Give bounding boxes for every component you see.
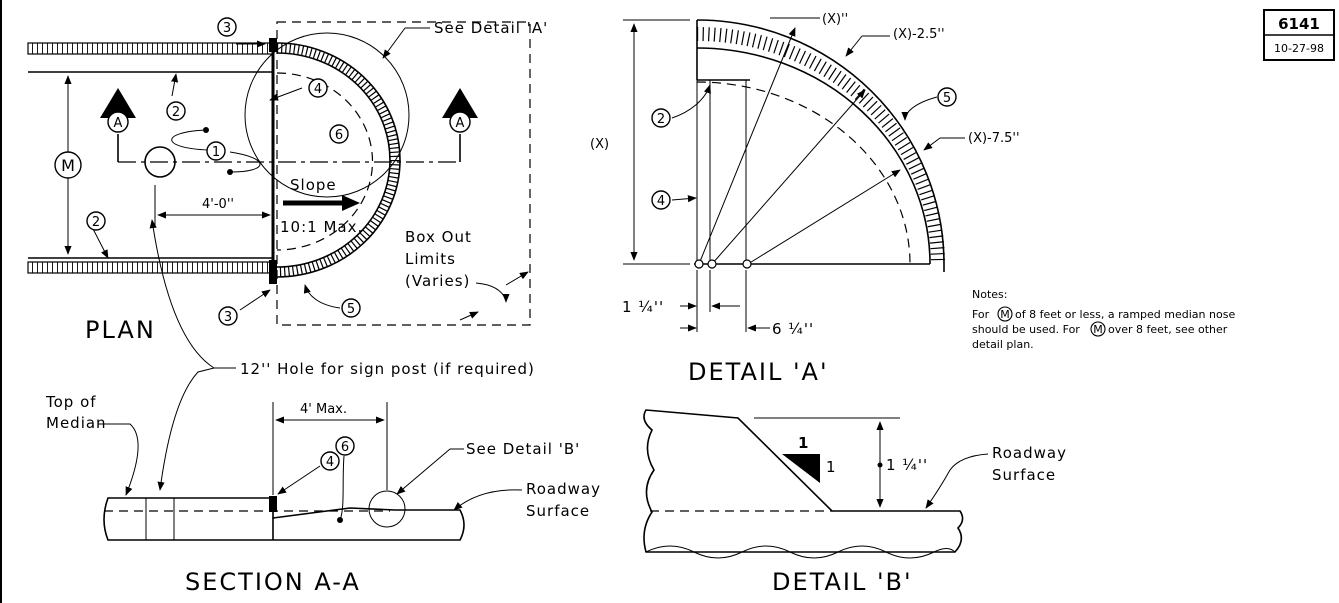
detail-a-view: (X) (X)'' (X)-2.5'' (X)-7.5'' 1 ¼'' 6 ¼'… [590, 12, 1020, 386]
section-top-of-median-1: Top of [45, 393, 97, 411]
svg-text:4: 4 [314, 82, 322, 97]
plan-bottom-curb [27, 261, 274, 274]
svg-text:3: 3 [223, 21, 231, 36]
section-aa-view: 4' Max. Top of Median See Detail 'B' Roa… [45, 393, 601, 596]
plan-callout-5: 5 [341, 298, 361, 318]
svg-text:1: 1 [212, 145, 220, 160]
svg-text:3: 3 [224, 310, 232, 325]
plan-callout-3-bottom: 3 [218, 306, 238, 326]
svg-text:4: 4 [657, 194, 665, 209]
detail-a-x-top: (X)'' [822, 12, 848, 27]
plan-top-curb [27, 42, 274, 55]
plan-detail-a-circle [244, 32, 410, 198]
section-aa-title: SECTION A-A [185, 568, 361, 596]
svg-text:5: 5 [347, 302, 355, 317]
notes-m-mark-1 [997, 306, 1013, 322]
detail-b-roadway-1: Roadway [992, 444, 1067, 462]
svg-text:2: 2 [657, 112, 665, 127]
plan-view: 4'-0'' Slope 10:1 Max. See Detail 'A' Bo… [27, 19, 548, 344]
detail-a-callout-2: 2 [651, 108, 671, 128]
plan-sign-post-hole [144, 146, 176, 178]
plan-section-mark-left: A [107, 111, 129, 133]
plan-title: PLAN [85, 316, 156, 344]
svg-text:A: A [114, 116, 123, 131]
section-see-detail-b: See Detail 'B' [466, 440, 580, 458]
hole-note: 12'' Hole for sign post (if required) [149, 219, 535, 491]
plan-slope-ratio: 10:1 Max. [280, 218, 363, 236]
notes-line2-a: should be used. For [972, 323, 1080, 336]
notes-line2-b: over 8 feet, see other [1108, 323, 1228, 336]
notes-line3: detail plan. [972, 338, 1034, 351]
hole-note-text: 12'' Hole for sign post (if required) [240, 360, 535, 378]
section-roadway-2: Surface [526, 502, 590, 520]
detail-b-view: 1 1 1 ¼'' Roadway Surface DETAIL 'B' [643, 409, 1067, 596]
svg-text:2: 2 [172, 105, 180, 120]
detail-a-curb-band [696, 27, 945, 265]
section-callout-4: 4 [320, 451, 340, 471]
detail-b-dim-height: 1 ¼'' [886, 456, 928, 474]
notes-m-text-1: M [1000, 308, 1010, 321]
detail-a-x-minus-7-5: (X)-7.5'' [968, 131, 1020, 146]
svg-text:6: 6 [341, 440, 349, 455]
plan-callout-4: 4 [308, 78, 328, 98]
section-detail-b-circle [368, 490, 406, 528]
detail-b-roadway-2: Surface [992, 466, 1056, 484]
notes-line1-a: For [972, 308, 990, 321]
notes-block: Notes: For M of 8 feet or less, a ramped… [972, 288, 1235, 351]
detail-a-x: (X) [590, 137, 609, 152]
plan-callout-1: 1 [206, 141, 226, 161]
plan-callout-2-top: 2 [166, 101, 186, 121]
detail-b-slope-triangle [782, 454, 820, 483]
plan-callout-2-bottom: 2 [86, 211, 106, 231]
plan-box-out-limits [276, 21, 531, 326]
svg-text:2: 2 [92, 215, 100, 230]
plan-median-width-mark: M [54, 151, 82, 179]
plan-box-out-3: (Varies) [405, 272, 470, 290]
plan-callout-3-top: 3 [217, 17, 237, 37]
section-callout-6: 6 [335, 436, 355, 456]
plan-dim-4ft: 4'-0'' [202, 197, 234, 212]
plan-box-out-1: Box Out [405, 228, 472, 246]
notes-line1-b: of 8 feet or less, a ramped median nose [1015, 308, 1235, 321]
plan-callouts: 3 2 4 6 1 2 3 5 A A M [54, 17, 471, 326]
notes-m-mark-2 [1090, 321, 1106, 337]
svg-text:6: 6 [335, 128, 343, 143]
detail-b-slope-run: 1 [826, 458, 837, 476]
svg-text:4: 4 [326, 455, 334, 470]
detail-a-dim-6-quarter: 6 ¼'' [772, 320, 814, 338]
notes-m-text-2: M [1093, 323, 1103, 336]
plan-section-mark-right: A [449, 111, 471, 133]
section-callouts: 4 6 [320, 436, 355, 471]
detail-b-slope-rise: 1 [798, 434, 809, 452]
plan-see-detail-a: See Detail 'A' [434, 19, 548, 37]
section-roadway-1: Roadway [526, 480, 601, 498]
detail-b-title: DETAIL 'B' [772, 568, 913, 596]
plan-callout-6: 6 [329, 124, 349, 144]
detail-a-callout-4: 4 [651, 190, 671, 210]
detail-a-callouts: 2 4 5 [651, 87, 957, 210]
title-date: 10-27-98 [1274, 42, 1324, 55]
plan-slope-label: Slope [290, 176, 337, 194]
detail-a-x-minus-2-5: (X)-2.5'' [893, 27, 945, 42]
detail-a-callout-5: 5 [937, 87, 957, 107]
svg-text:5: 5 [943, 91, 951, 106]
plan-nose-hatch [276, 43, 400, 277]
plan-box-out-2: Limits [405, 250, 456, 268]
detail-a-dim-1-quarter: 1 ¼'' [622, 298, 664, 316]
title-block: 6141 10-27-98 [1263, 9, 1335, 61]
notes-heading: Notes: [972, 288, 1007, 301]
section-four-max: 4' Max. [300, 402, 347, 417]
section-top-of-median-2: Median [46, 414, 107, 432]
detail-a-title: DETAIL 'A' [688, 358, 829, 386]
svg-text:A: A [456, 116, 465, 131]
title-number: 6141 [1278, 15, 1320, 33]
svg-text:M: M [61, 156, 75, 175]
